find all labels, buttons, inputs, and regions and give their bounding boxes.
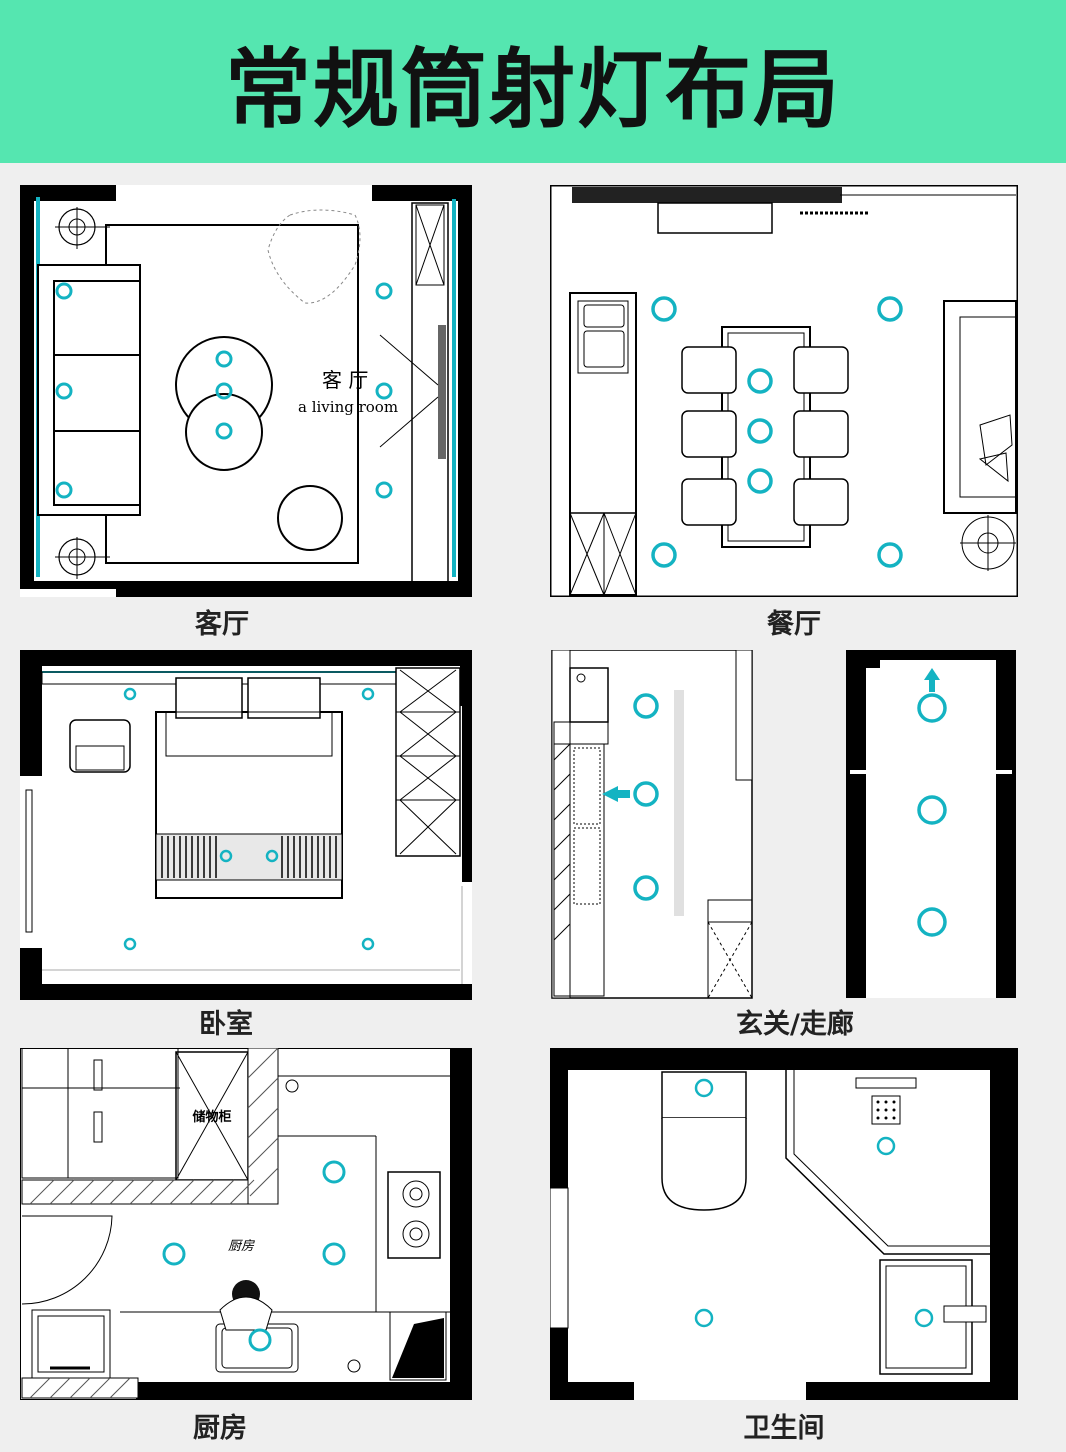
title-banner: 常规筒射灯布局 [0,0,1066,163]
downlight [694,1308,714,1328]
downlight [917,795,947,825]
page-title: 常规筒射灯布局 [225,40,841,140]
downlight [877,296,903,322]
downlight [876,1136,896,1156]
downlight [322,1160,346,1184]
living-room-label-en: a living room [298,398,398,416]
downlight [633,875,659,901]
dining-room-caption: 餐厅 [767,609,821,640]
downlight [248,1328,272,1352]
downlight [747,468,773,494]
downlight [123,687,137,701]
living-room-label-cn: 客 厅 [322,368,368,392]
downlight [361,687,375,701]
downlight [55,481,73,499]
hallway-plan [550,650,1018,1000]
downlight [215,350,233,368]
downlight [375,382,393,400]
downlight [877,542,903,568]
living-room-plan: 客 厅 a living room [20,185,472,597]
hallway-caption: 玄关/走廊 [736,1009,854,1040]
downlight [917,693,947,723]
downlight [747,368,773,394]
downlight [322,1242,346,1266]
bedroom-caption: 卧室 [199,1009,253,1040]
kitchen-caption: 厨房 [193,1413,247,1444]
downlight [123,937,137,951]
storage-cabinet-label: 储物柜 [191,1109,231,1125]
downlight [651,296,677,322]
dining-room-plan [550,185,1018,597]
bathroom-caption: 卫生间 [743,1413,825,1444]
downlight [375,481,393,499]
kitchen-label: 厨房 [228,1239,255,1254]
downlight [917,907,947,937]
downlight [651,542,677,568]
downlight [215,382,233,400]
bedroom-plan [20,650,472,1000]
downlight [55,282,73,300]
bathroom-plan [550,1048,1018,1400]
downlight [162,1242,186,1266]
downlight [633,781,659,807]
living-room-caption: 客厅 [195,609,249,640]
downlight [375,282,393,300]
kitchen-plan: 储物柜 厨房 [20,1048,472,1400]
downlight [219,849,233,863]
downlight [694,1078,714,1098]
downlight [55,382,73,400]
downlight [215,422,233,440]
downlight [914,1308,934,1328]
downlight [747,418,773,444]
downlight [361,937,375,951]
downlight [265,849,279,863]
downlight [633,693,659,719]
